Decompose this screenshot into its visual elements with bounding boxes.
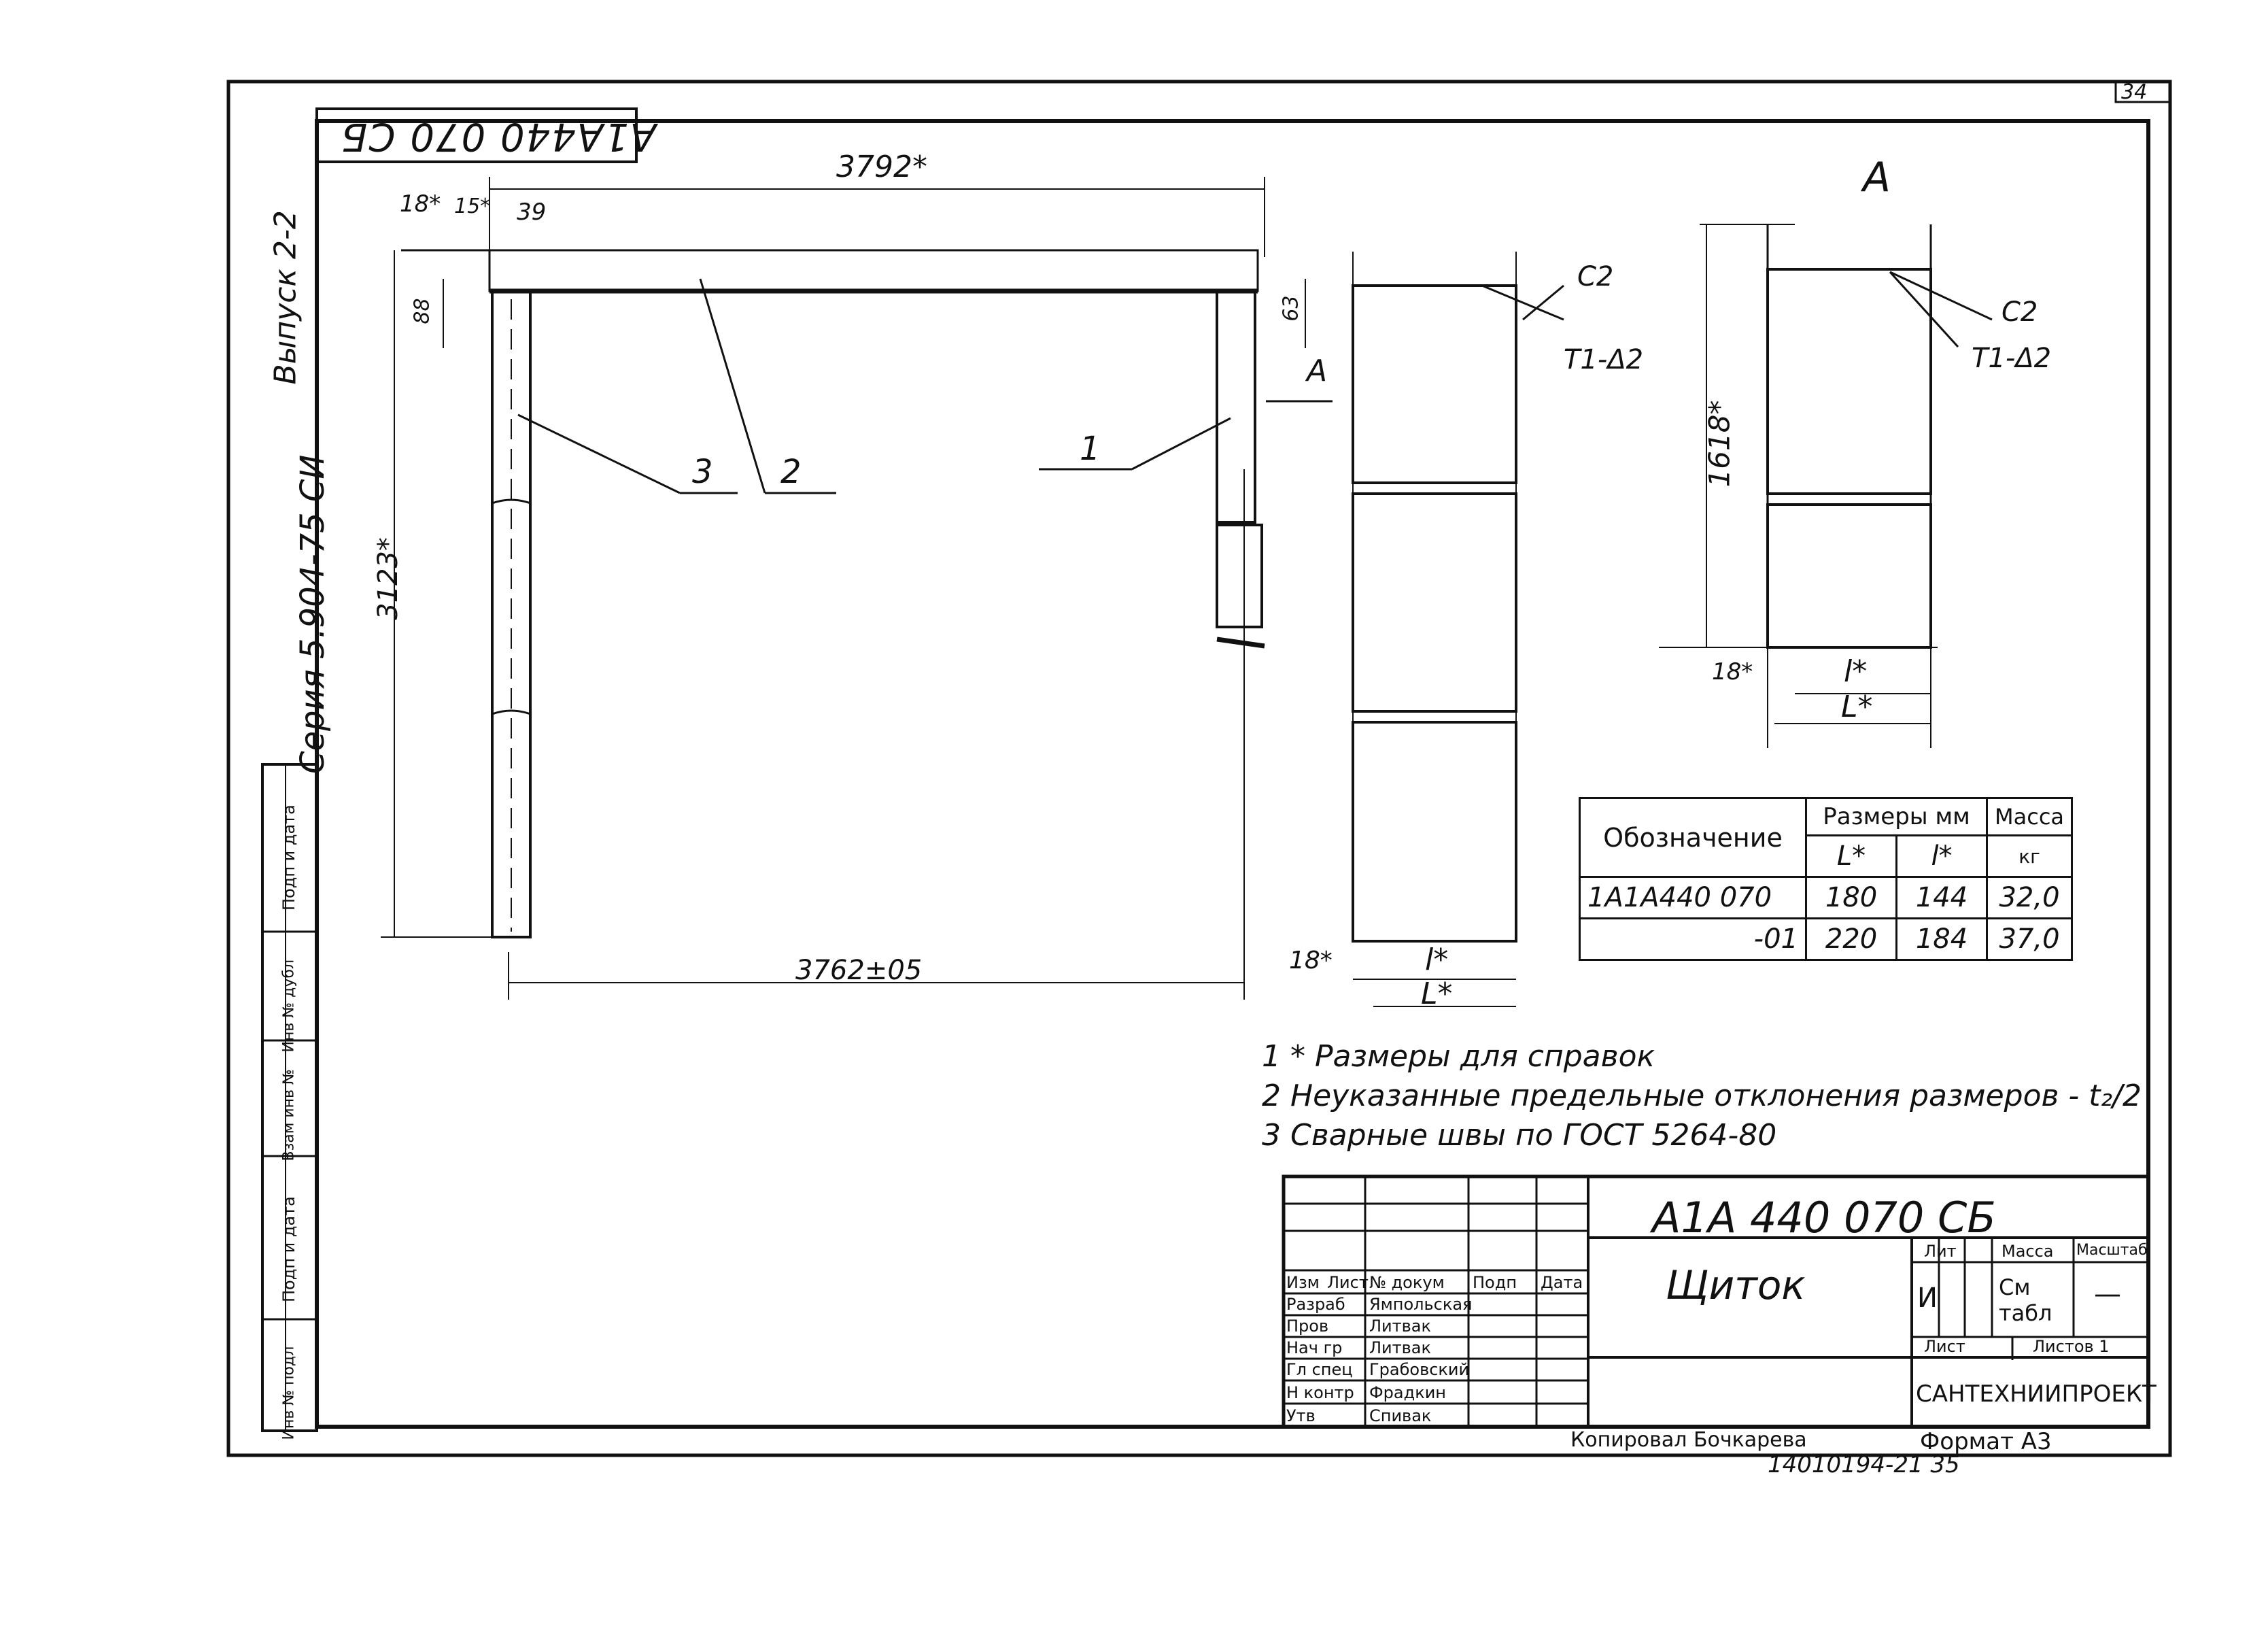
dim-L-side: L*	[1421, 977, 1453, 1011]
spec-col-mass-unit: кг	[1985, 834, 2074, 878]
dim-18-view: 18*	[1712, 658, 1753, 685]
tb-org: САНТЕХНИИПРОЕКТ	[1916, 1380, 2157, 1408]
tb-scale-label: Масштаб	[2076, 1242, 2148, 1259]
note-1: 1 * Размеры для справок	[1262, 1039, 1655, 1074]
sheet-number: 34	[2121, 80, 2148, 104]
tb-sheets-label: Листов 1	[2033, 1337, 2110, 1356]
tb-sheet-label: Лист	[1924, 1337, 1965, 1356]
tb-lit-value: И	[1917, 1283, 1938, 1314]
right-post	[1216, 290, 1256, 524]
callout-3: 3	[692, 453, 713, 491]
dim-bottom-width: 3762±05	[795, 955, 923, 986]
footer-copied: Копировал Бочкарева	[1570, 1428, 1807, 1452]
spec-col-l: l*	[1895, 834, 1988, 878]
arrow-a-label: A	[1307, 354, 1328, 388]
dim-overall-width: 3792*	[836, 150, 927, 184]
issue-label: Выпуск 2-2	[268, 210, 303, 385]
tb-lit-label: Лит	[1924, 1242, 1957, 1261]
side-view-panel-3	[1352, 721, 1517, 943]
spec-col-mass: Масса	[1985, 797, 2074, 836]
callout-2: 2	[780, 453, 802, 491]
callout-1: 1	[1080, 430, 1101, 468]
spec-col-designation: Обозначение	[1579, 797, 1807, 878]
dim-15: 15*	[454, 194, 491, 218]
doc-title: Щиток	[1666, 1262, 1806, 1308]
sheet-number-box	[2114, 80, 2171, 103]
top-beam	[488, 249, 1259, 292]
sheet-frame	[226, 80, 2172, 1457]
strip-label-4: Подп и дата	[279, 1196, 298, 1302]
dim-63: 63	[1279, 295, 1303, 322]
weld-c2-view: С2	[2001, 296, 2038, 328]
dim-view-height: 1618*	[1702, 400, 1736, 488]
strip-label-1: Подп и дата	[279, 804, 298, 911]
strip-label-3: Взам инв №	[280, 1069, 298, 1161]
dim-height: 3123*	[372, 537, 404, 620]
side-strip	[261, 763, 318, 1432]
title-block	[1282, 1174, 2150, 1429]
side-view-panel-2	[1352, 492, 1517, 713]
tb-mass-value: См табл	[1999, 1274, 2052, 1326]
view-a-title: A	[1863, 154, 1891, 201]
dim-88: 88	[410, 298, 434, 324]
view-a-panel-2	[1766, 503, 1932, 649]
tb-scale-value: —	[2094, 1278, 2121, 1310]
dim-l-view: l*	[1844, 654, 1868, 689]
strip-label-5: Инв № подл	[280, 1346, 298, 1440]
tb-mass-label: Масса	[2001, 1242, 2054, 1261]
series-label: Серия 5.904-75 СИ	[294, 454, 332, 774]
side-view-panel-1	[1352, 284, 1517, 484]
view-a-panel-1	[1766, 268, 1932, 495]
doc-code: A1A 440 070 СБ	[1652, 1193, 1996, 1242]
table-row: 1A1A440 070 180 144 32,0	[1579, 876, 2074, 919]
weld-t1-view: Т1-Δ2	[1972, 343, 2052, 374]
rotated-code-box	[315, 107, 638, 163]
note-3: 3 Сварные швы по ГОСТ 5264-80	[1262, 1118, 1777, 1153]
weld-c2-side: С2	[1577, 261, 1614, 292]
dim-18: 18*	[400, 190, 441, 218]
rotated-code: A1A440 070 СБ	[340, 114, 657, 158]
footer-format: Формат А3	[1920, 1428, 2052, 1455]
dim-18-side: 18*	[1289, 947, 1333, 974]
footer-code: 14010194-21 35	[1768, 1451, 1960, 1478]
note-2: 2 Неуказанные предельные отклонения разм…	[1262, 1079, 2142, 1113]
spec-col-L: L*	[1805, 834, 1897, 878]
dim-39: 39	[517, 199, 547, 226]
weld-t1-side: Т1-Δ2	[1564, 344, 1644, 375]
spec-col-sizes: Размеры мм	[1805, 797, 1988, 836]
table-row: -01 220 184 37,0	[1579, 917, 2074, 961]
dim-L-view: L*	[1841, 690, 1873, 724]
spec-table: Обозначение Размеры мм Масса L* l* кг 1A…	[1579, 797, 2074, 961]
dim-l-side: l*	[1425, 943, 1449, 977]
